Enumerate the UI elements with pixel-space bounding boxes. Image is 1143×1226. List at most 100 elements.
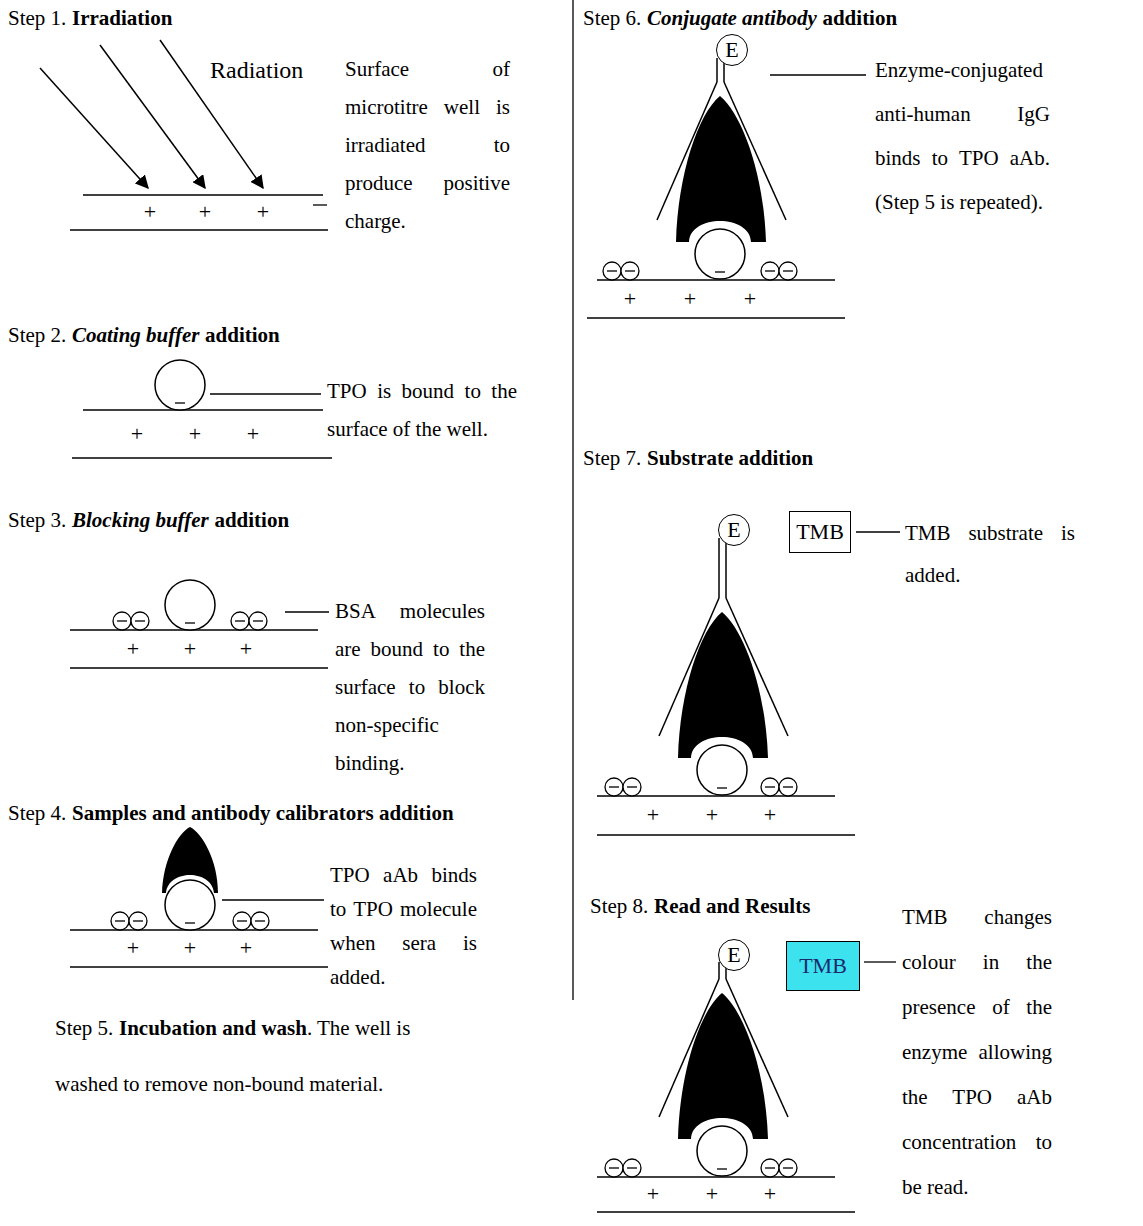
substrate-box: TMB: [786, 941, 860, 991]
enzyme-circle: E: [718, 514, 750, 546]
positive-charge: +: [189, 423, 201, 445]
heading-text: Step 1.: [8, 6, 66, 30]
positive-charge: +: [744, 288, 756, 310]
bsa-molecule: [761, 1159, 779, 1177]
leader-line: [313, 204, 327, 205]
step-heading: Step 6.Conjugate antibodyaddition: [583, 5, 1123, 31]
heading-text: Step 8.: [590, 894, 648, 918]
radiation-arrow: [100, 45, 205, 188]
bsa-molecule: [111, 912, 129, 930]
positive-charge: +: [240, 937, 252, 959]
description-text: TPO aAb binds to TPO molecule when sera …: [330, 858, 477, 994]
well-base: [70, 966, 328, 967]
positive-charge: +: [131, 423, 143, 445]
heading-text: Step 2.: [8, 323, 66, 347]
positive-charge: +: [684, 288, 696, 310]
positive-charge: +: [764, 804, 776, 826]
description-text: TMB changes colour in the presence of th…: [902, 895, 1052, 1210]
heading-text: Read and Results: [654, 894, 810, 918]
positive-charge: +: [199, 201, 211, 223]
node-text: TMB: [796, 521, 844, 543]
heading-text: Coating buffer: [72, 323, 199, 347]
description-text: Surface of microtitre well is irradiated…: [345, 50, 510, 240]
leader-line: [770, 74, 866, 75]
bsa-molecule: [605, 1159, 623, 1177]
node-text: E: [725, 39, 738, 61]
bsa-molecule: [113, 612, 131, 630]
positive-charge: +: [647, 1183, 659, 1205]
column-divider: [572, 0, 573, 1000]
heading-text: addition: [822, 6, 897, 30]
well-surface: [83, 194, 323, 195]
heading-text: addition: [214, 508, 289, 532]
antibody-stem: [718, 962, 720, 979]
bsa-molecule: [605, 778, 623, 796]
positive-charge: +: [247, 423, 259, 445]
leader-line: [222, 899, 324, 900]
positive-charge: +: [184, 638, 196, 660]
heading-text: Conjugate antibody: [647, 6, 817, 30]
leader-line: [864, 961, 896, 962]
bsa-molecule: [621, 262, 639, 280]
well-base: [587, 317, 845, 318]
bsa-molecule: [231, 612, 249, 630]
positive-charge: +: [706, 804, 718, 826]
enzyme-circle: E: [716, 34, 748, 66]
step-heading: Step 4.Samples and antibody calibrators …: [8, 800, 563, 826]
bsa-molecule: [623, 778, 641, 796]
tpo-molecule: [697, 745, 747, 795]
heading-text: Step 6.: [583, 6, 641, 30]
heading-text: Substrate addition: [647, 446, 813, 470]
heading-text: Step 3.: [8, 508, 66, 532]
tpo-molecule: [697, 1126, 747, 1176]
bsa-molecule: [623, 1159, 641, 1177]
positive-charge: +: [144, 201, 156, 223]
node-text: TMB: [799, 955, 847, 977]
leader-line: [210, 393, 321, 394]
positive-charge: +: [240, 638, 252, 660]
radiation-label: Radiation: [210, 55, 320, 85]
heading-text: Incubation and wash: [119, 1016, 307, 1040]
node-text: E: [727, 944, 740, 966]
well-base: [72, 457, 332, 458]
node-text: E: [727, 519, 740, 541]
step-heading: Step 1.Irradiation: [8, 5, 548, 31]
description-text: Enzyme-conjugated anti-human IgG binds t…: [875, 48, 1050, 224]
heading-text: Blocking buffer: [72, 508, 209, 532]
description-text: TPO is bound to the surface of the well.: [327, 372, 517, 448]
bsa-molecule: [779, 778, 797, 796]
heading-text: Step 5.: [55, 1016, 113, 1040]
bsa-molecule: [233, 912, 251, 930]
bsa-molecule: [603, 262, 621, 280]
well-base: [70, 229, 328, 230]
positive-charge: +: [127, 638, 139, 660]
step-heading: Step 7.Substrate addition: [583, 445, 1123, 471]
substrate-box: TMB: [789, 511, 851, 553]
leader-line: [285, 611, 329, 612]
positive-charge: +: [764, 1183, 776, 1205]
bsa-molecule: [249, 612, 267, 630]
antibody-stem: [718, 538, 720, 598]
step-heading: Step 3.Blocking bufferaddition: [8, 507, 548, 533]
positive-charge: +: [127, 937, 139, 959]
heading-text: Irradiation: [72, 6, 172, 30]
tpo-molecule: [155, 360, 205, 410]
radiation-arrow: [40, 68, 148, 188]
positive-charge: +: [706, 1183, 718, 1205]
antibody-stem: [716, 58, 718, 82]
heading-text: addition: [205, 323, 280, 347]
well-base: [70, 667, 328, 668]
step-heading: Step 5.Incubation and wash. The well is …: [55, 1000, 435, 1112]
heading-text: Step 4.: [8, 801, 66, 825]
bsa-molecule: [779, 1159, 797, 1177]
heading-text: Samples and antibody calibrators additio…: [72, 801, 454, 825]
tpo-molecule: [165, 580, 215, 630]
description-text: TMB substrate is added.: [905, 512, 1075, 596]
well-base: [597, 834, 855, 835]
tpo-molecule: [165, 880, 215, 930]
leader-line: [856, 531, 900, 532]
autoantibody: [678, 993, 768, 1139]
tpo-molecule: [695, 229, 745, 279]
bsa-molecule: [251, 912, 269, 930]
bsa-molecule: [129, 912, 147, 930]
